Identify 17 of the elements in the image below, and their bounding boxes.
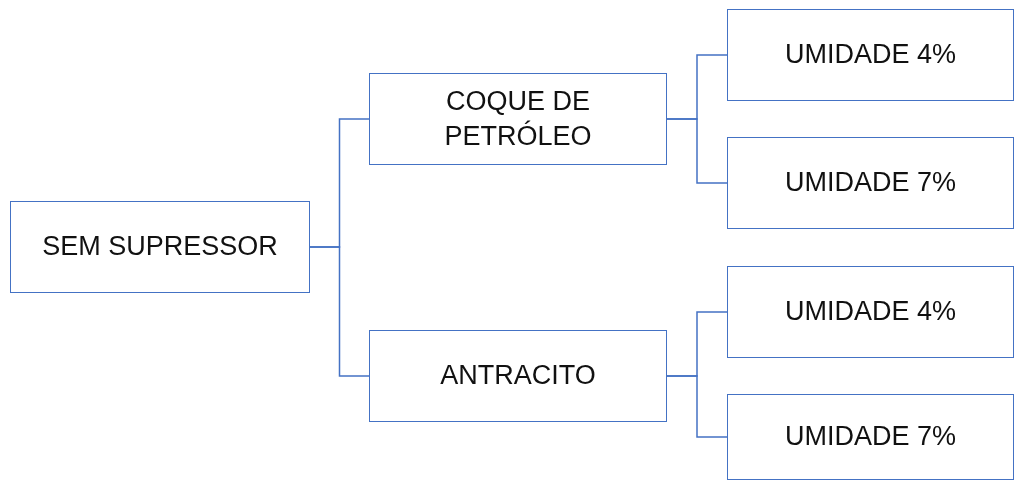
node-label: UMIDADE 4% [785,295,956,329]
process-box [369,330,667,422]
process-box [727,266,1014,358]
node-label: COQUE DE PETRÓLEO [443,84,593,153]
connector-line [309,246,370,377]
node-label: UMIDADE 4% [785,38,956,72]
node-label: SEM SUPRESSOR [42,230,278,264]
process-box [727,137,1014,229]
connector-line [666,375,728,438]
process-box [369,73,667,165]
process-box [727,9,1014,101]
node-label: UMIDADE 7% [785,166,956,200]
process-box [10,201,310,293]
connector-line [666,118,728,184]
process-box [727,394,1014,480]
node-label: UMIDADE 7% [785,420,956,454]
node-label: ANTRACITO [440,359,596,393]
